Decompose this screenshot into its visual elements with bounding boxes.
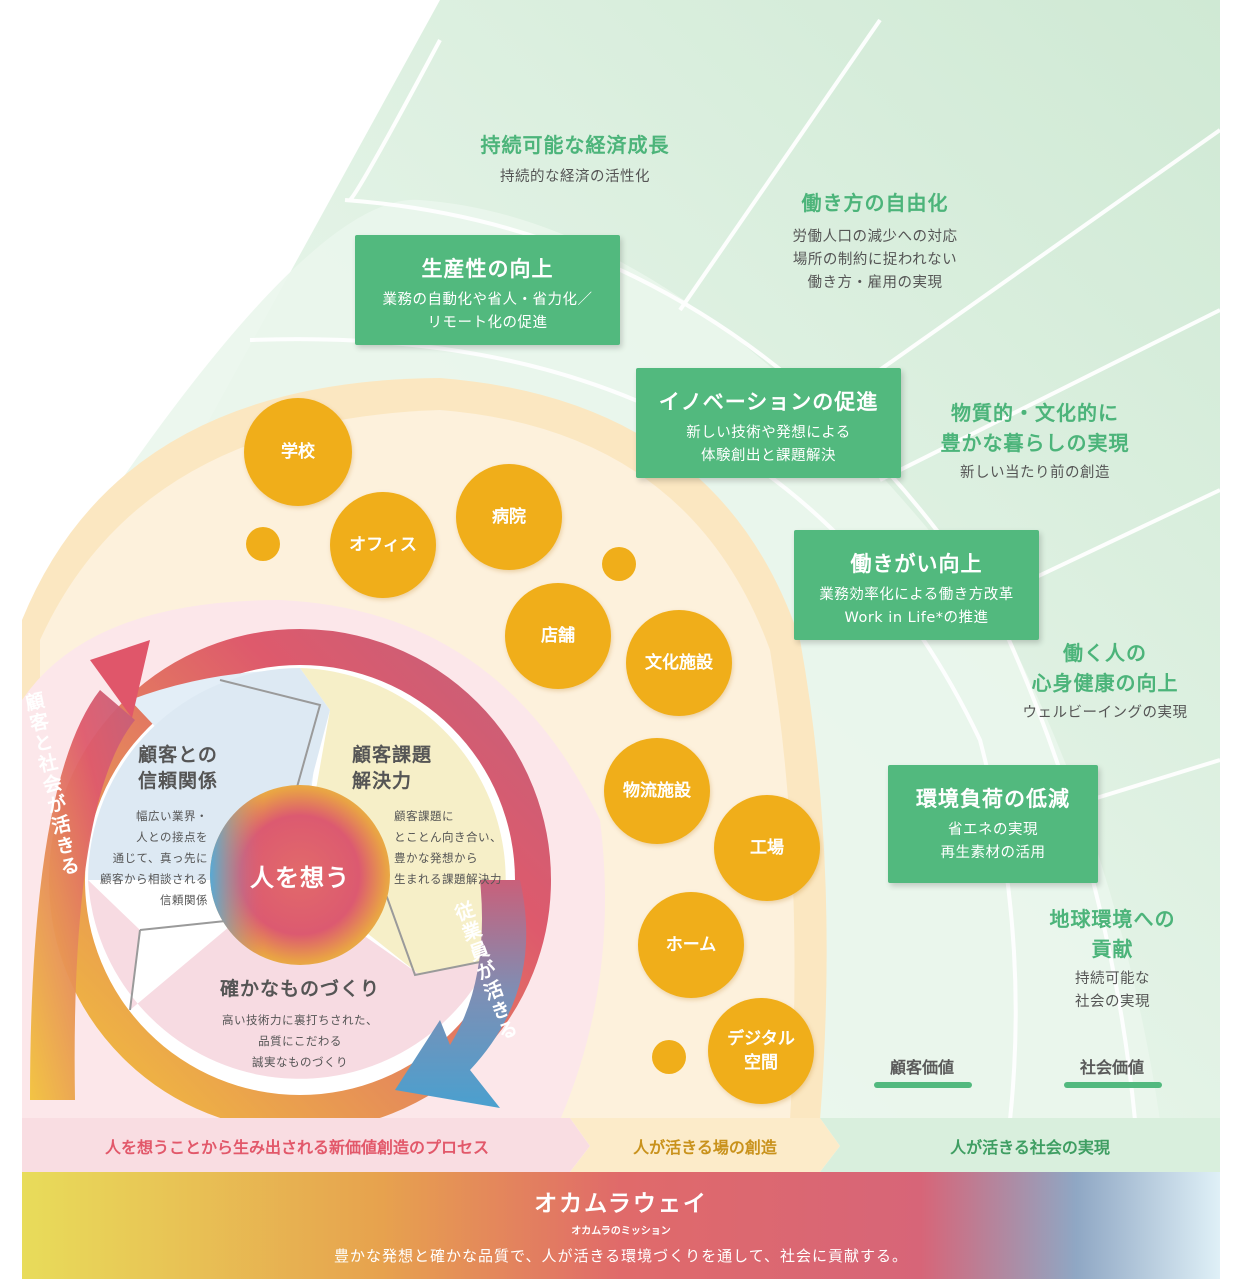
footer-subtitle: オカムラのミッション bbox=[571, 1226, 671, 1237]
craft-desc: 高い技術力に裏打ちされた、 品質にこだわる 誠実なものづくり bbox=[222, 1013, 378, 1069]
productivity-desc: 業務の自動化や省人・省力化／ リモート化の促進 bbox=[382, 292, 593, 331]
health-title: 働く人の 心身健康の向上 bbox=[1031, 641, 1179, 695]
environment-title: 地球環境への 貢献 bbox=[1049, 907, 1176, 961]
environment-sub: 持続可能な 社会の実現 bbox=[1075, 971, 1150, 1010]
rich-life-sub: 新しい当たり前の創造 bbox=[960, 465, 1110, 481]
customer-value-label: 顧客価値 bbox=[889, 1058, 954, 1077]
place-store: 店舗 bbox=[505, 583, 611, 689]
place-hospital: 病院 bbox=[456, 464, 562, 570]
trust-title: 顧客との 信頼関係 bbox=[137, 744, 218, 792]
place-school: 学校 bbox=[244, 398, 352, 506]
band-society: 人が活きる社会の実現 bbox=[950, 1138, 1110, 1157]
customer-value-bar bbox=[874, 1082, 972, 1088]
center-label: 人を想う bbox=[250, 864, 350, 892]
worth-box: 働きがい向上 業務効率化による働き方改革 Work in Life*の推進 bbox=[794, 530, 1039, 640]
solution-title: 顧客課題 解決力 bbox=[352, 744, 433, 792]
economy-sub: 持続的な経済の活性化 bbox=[500, 169, 650, 185]
band-place: 人が活きる場の創造 bbox=[633, 1138, 777, 1157]
solution-desc: 顧客課題に とことん向き合い、 豊かな発想から 生まれる課題解決力 bbox=[394, 809, 502, 886]
band-process: 人を想うことから生み出される新価値創造のプロセス bbox=[104, 1138, 489, 1157]
social-value-label: 社会価値 bbox=[1079, 1058, 1144, 1077]
productivity-box: 生産性の向上 業務の自動化や省人・省力化／ リモート化の促進 bbox=[355, 235, 620, 345]
economy-title: 持続可能な経済成長 bbox=[480, 133, 670, 157]
health-sub: ウェルビーイングの実現 bbox=[1022, 705, 1188, 721]
craft-title: 確かなものづくり bbox=[219, 978, 380, 1000]
place-digital: デジタル 空間 bbox=[708, 998, 814, 1104]
rich-life-title: 物質的・文化的に 豊かな暮らしの実現 bbox=[940, 401, 1130, 455]
decor-dot bbox=[246, 527, 280, 561]
place-factory: 工場 bbox=[714, 795, 820, 901]
work-style-title: 働き方の自由化 bbox=[801, 191, 949, 215]
decor-dot bbox=[652, 1040, 686, 1074]
worth-title: 働きがい向上 bbox=[850, 552, 983, 576]
place-office: オフィス bbox=[330, 492, 436, 598]
decor-dot bbox=[602, 547, 636, 581]
place-culture: 文化施設 bbox=[626, 610, 732, 716]
place-home: ホーム bbox=[638, 892, 744, 998]
work-style-lines: 労働人口の減少への対応 場所の制約に捉われない 働き方・雇用の実現 bbox=[792, 229, 958, 291]
worth-desc: 業務効率化による働き方改革 Work in Life*の推進 bbox=[819, 587, 1014, 626]
trust-desc: 幅広い業界・ 人との接点を 通じて、真っ先に 顧客から相談される 信頼関係 bbox=[100, 809, 208, 907]
innovation-desc: 新しい技術や発想による 体験創出と課題解決 bbox=[686, 425, 851, 464]
innovation-box: イノベーションの促進 新しい技術や発想による 体験創出と課題解決 bbox=[636, 368, 901, 478]
innovation-title: イノベーションの促進 bbox=[658, 390, 879, 414]
productivity-title: 生産性の向上 bbox=[421, 257, 554, 281]
social-value-bar bbox=[1064, 1082, 1162, 1088]
eco-title: 環境負荷の低減 bbox=[916, 787, 1070, 811]
eco-box: 環境負荷の低減 省エネの実現 再生素材の活用 bbox=[888, 765, 1098, 883]
place-logistics: 物流施設 bbox=[604, 738, 710, 844]
footer-title: オカムラウェイ bbox=[534, 1191, 708, 1217]
footer-mission: 豊かな発想と確かな品質で、人が活きる環境づくりを通して、社会に貢献する。 bbox=[334, 1247, 908, 1265]
eco-desc: 省エネの実現 再生素材の活用 bbox=[940, 822, 1046, 861]
